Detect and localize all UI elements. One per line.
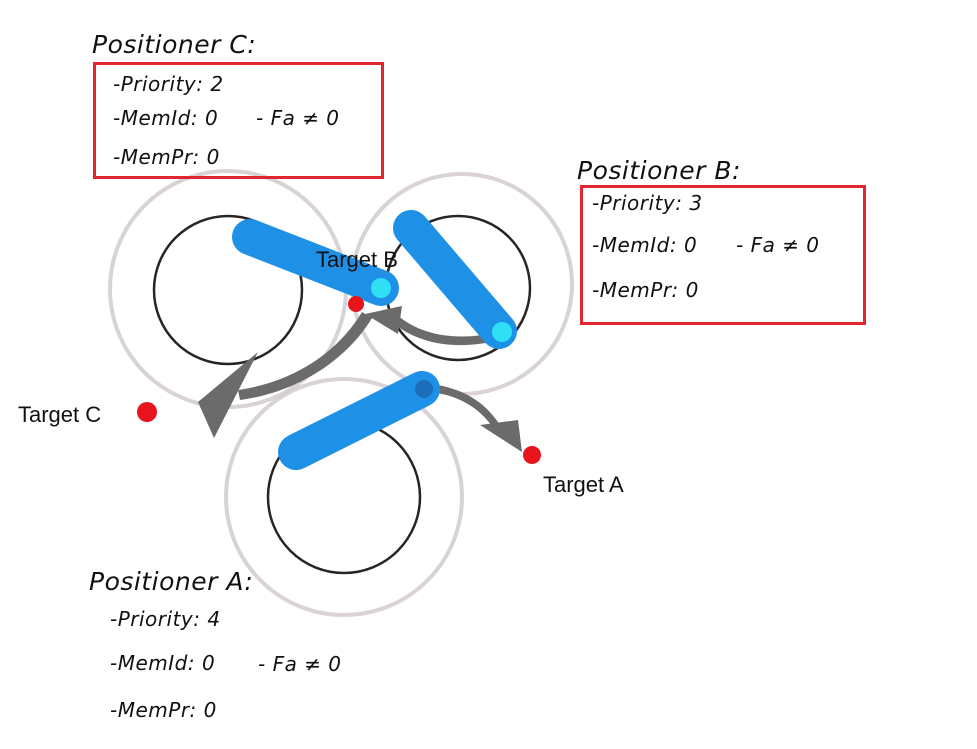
positioner-c-priority: -Priority: 2 — [113, 72, 224, 96]
target-dot-b — [348, 296, 364, 312]
positioner-a-fa: - Fa ≠ 0 — [258, 652, 342, 676]
positioner-c-mempr: -MemPr: 0 — [113, 145, 220, 169]
arrow-head-target-c — [198, 352, 258, 438]
positioner-a-priority: -Priority: 4 — [110, 607, 221, 631]
arrow-to-target-c — [238, 312, 372, 400]
positioner-b-memid: -MemId: 0 — [592, 233, 698, 257]
arrow-head-target-a — [480, 420, 522, 452]
positioner-b-fa: - Fa ≠ 0 — [736, 233, 820, 257]
positioner-a-title: Positioner A: — [89, 567, 254, 596]
arm-a — [278, 371, 440, 470]
positioner-a-memid: -MemId: 0 — [110, 651, 216, 675]
positioner-b-title: Positioner B: — [577, 156, 741, 185]
highlight-box-positioner-b — [580, 185, 866, 325]
positioner-b-priority: -Priority: 3 — [592, 191, 703, 215]
target-label-b: Target B — [316, 247, 398, 272]
positioner-b-mempr: -MemPr: 0 — [592, 278, 699, 302]
positioner-arms — [232, 210, 517, 470]
highlight-box-positioner-c — [93, 62, 384, 179]
positioner-c-fa: - Fa ≠ 0 — [256, 106, 340, 130]
arm-tip-a — [415, 380, 433, 398]
arm-c — [232, 219, 399, 306]
target-label-a: Target A — [543, 472, 624, 497]
patrol-circle-a — [224, 377, 464, 617]
arrow-head-target-b — [365, 306, 402, 334]
target-dot-c — [137, 402, 157, 422]
target-label-c: Target C — [18, 402, 102, 427]
arm-tip-b — [492, 322, 512, 342]
positioner-c-title: Positioner C: — [92, 30, 257, 59]
target-dot-a — [523, 446, 541, 464]
positioner-a-mempr: -MemPr: 0 — [110, 698, 217, 722]
arm-b — [393, 210, 517, 349]
positioner-c-memid: -MemId: 0 — [113, 106, 219, 130]
arrow-to-target-b — [392, 315, 500, 346]
inner-circle-c — [152, 214, 304, 366]
arm-tip-c — [371, 278, 391, 298]
